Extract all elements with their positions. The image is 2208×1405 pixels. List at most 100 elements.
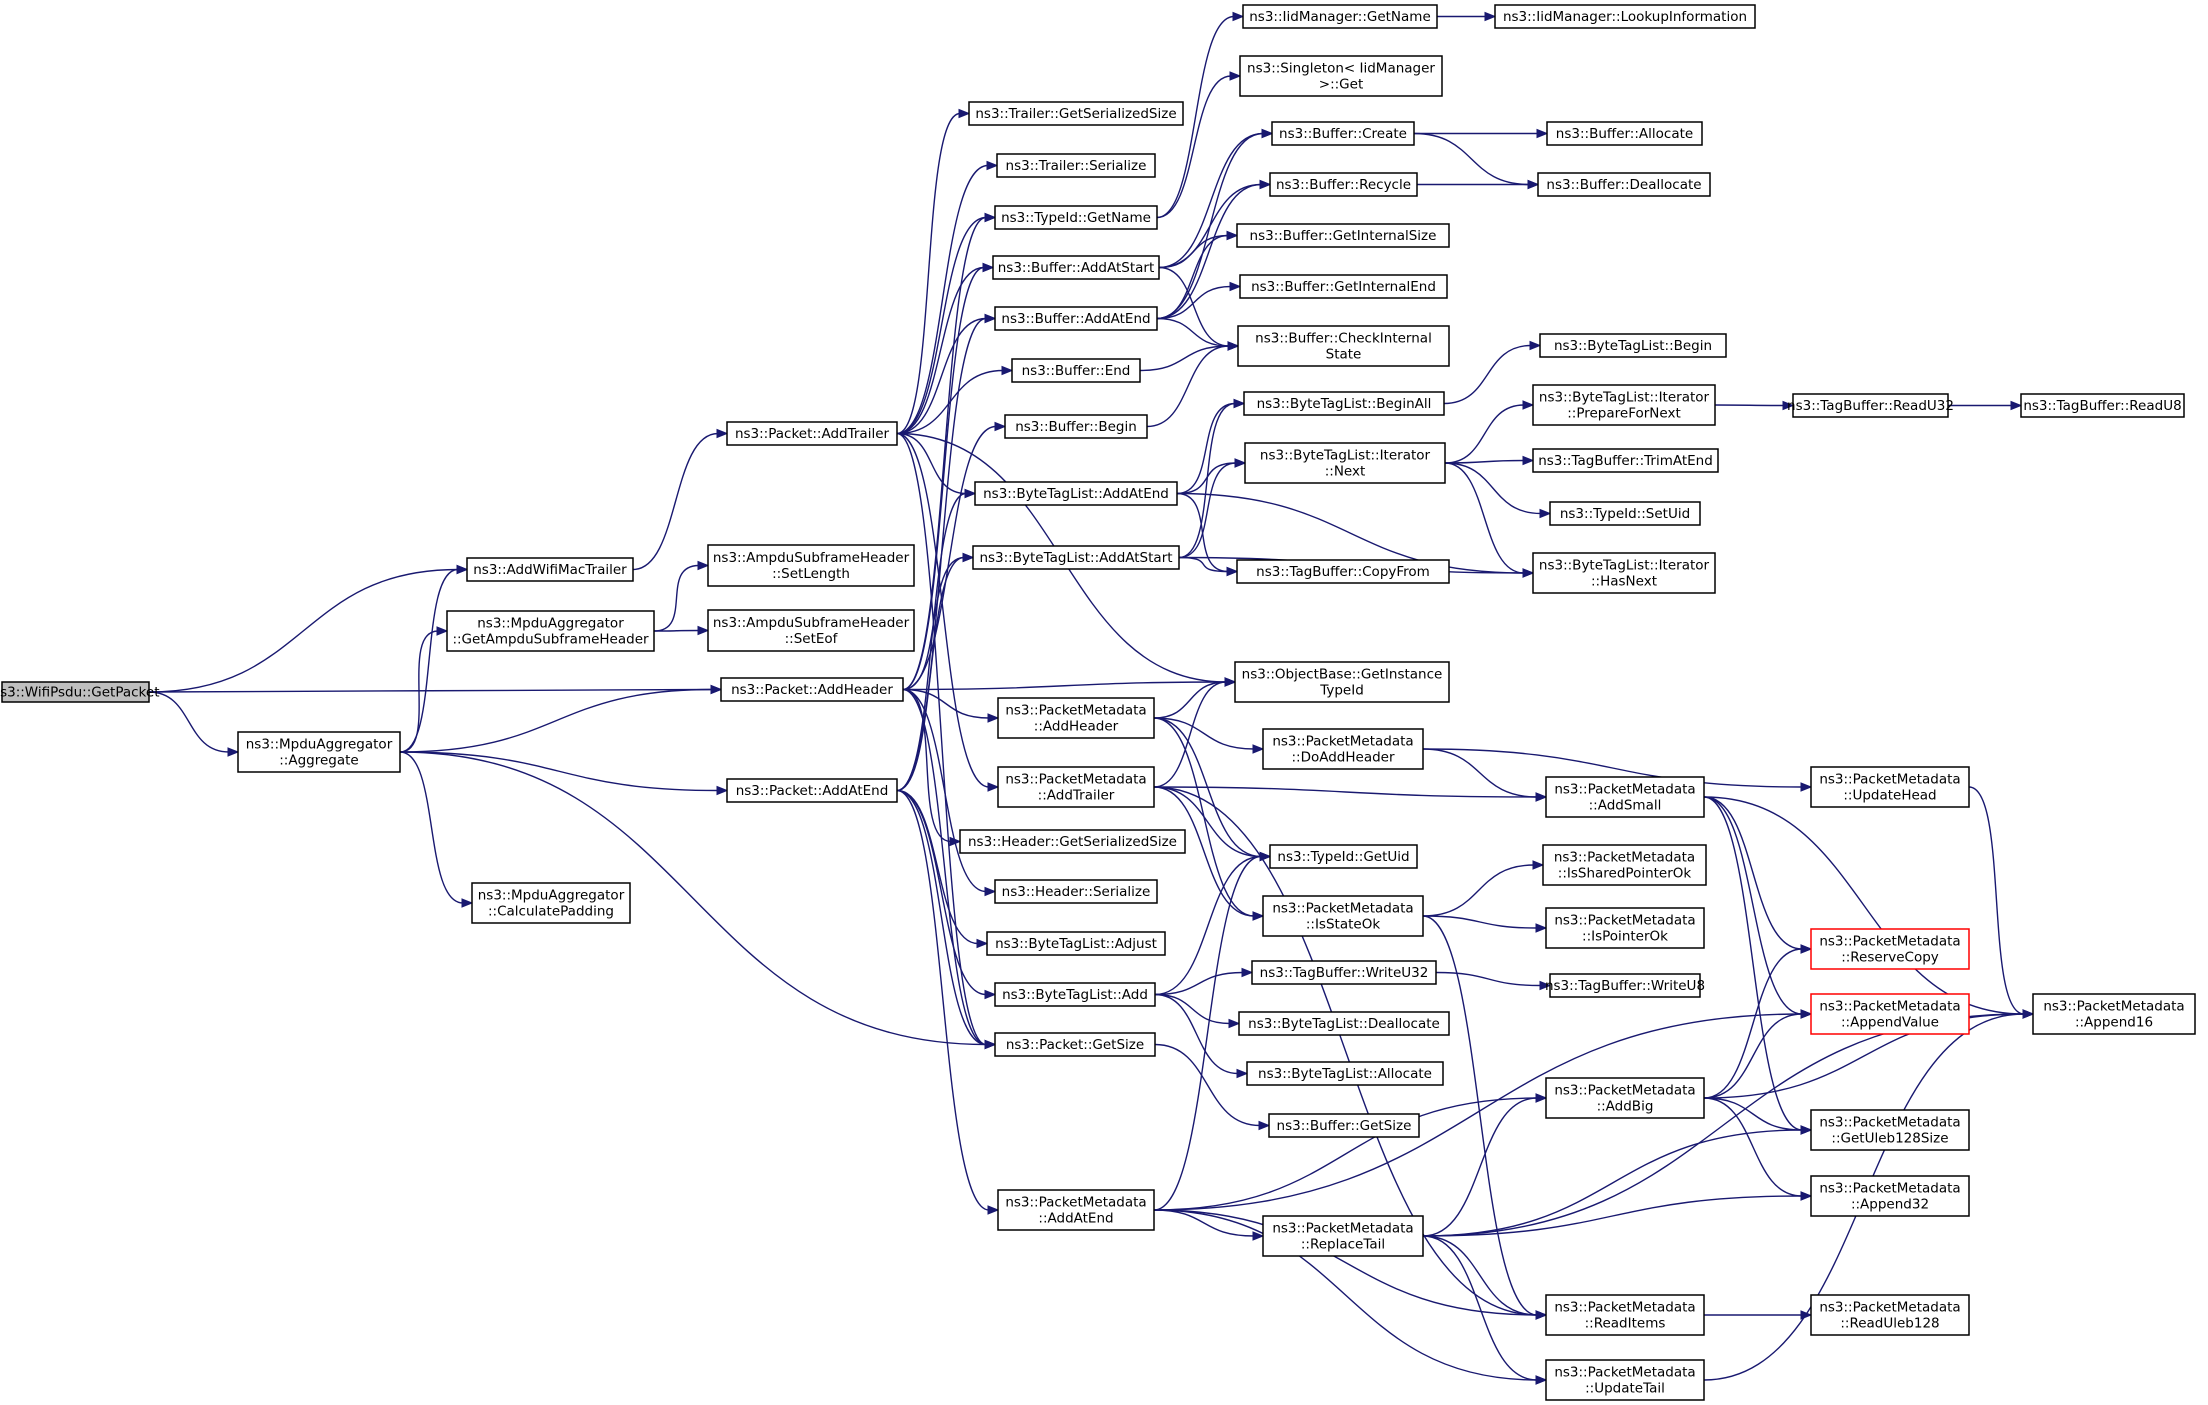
call-edge [1139, 345, 1230, 372]
arrowhead [697, 560, 710, 571]
function-node[interactable]: ns3::TagBuffer::CopyFrom [1236, 559, 1450, 584]
function-node[interactable]: ns3::Buffer::AddAtEnd [994, 306, 1158, 331]
function-node[interactable]: ns3::TypeId::GetName [994, 205, 1158, 230]
function-node[interactable]: ns3::PacketMetadata::Append32 [1810, 1175, 1970, 1217]
function-node[interactable]: ns3::PacketMetadata::AddAtEnd [997, 1189, 1155, 1231]
function-node[interactable]: ns3::AddWifiMacTrailer [466, 557, 634, 582]
function-node[interactable]: ns3::Buffer::Deallocate [1537, 172, 1711, 197]
arrowhead [982, 262, 995, 273]
function-node[interactable]: ns3::TypeId::GetUid [1269, 844, 1418, 869]
function-node[interactable]: ns3::Buffer::GetInternalEnd [1239, 274, 1448, 299]
call-edge [896, 112, 961, 435]
function-node[interactable]: ns3::PacketMetadata::AddSmall [1545, 776, 1705, 818]
function-node[interactable]: ns3::TagBuffer::WriteU32 [1251, 960, 1437, 985]
function-node[interactable]: ns3::IidManager::GetName [1242, 4, 1438, 29]
function-node-label: ns3::PacketMetadata [1005, 1195, 1146, 1211]
function-node[interactable]: ns3::PacketMetadata::UpdateHead [1810, 766, 1970, 808]
function-node-label: ::IsPointerOk [1582, 929, 1668, 945]
function-node[interactable]: ns3::TagBuffer::ReadU8 [2020, 393, 2185, 418]
function-node[interactable]: ns3::PacketMetadata::ReplaceTail [1262, 1215, 1424, 1257]
function-node[interactable]: ns3::Buffer::End [1011, 358, 1141, 383]
function-node[interactable]: ns3::PacketMetadata::ReadUleb128 [1810, 1294, 1970, 1336]
function-node-label: ns3::PacketMetadata [1819, 1181, 1960, 1197]
function-node[interactable]: ns3::Singleton< IidManager >::Get [1239, 55, 1443, 97]
function-node[interactable]: ns3::PacketMetadata::Append16 [2032, 993, 2196, 1035]
function-node[interactable]: ns3::Buffer::AddAtStart [992, 255, 1160, 280]
function-node[interactable]: ns3::WifiPsdu::GetPacket [0, 681, 159, 703]
function-node[interactable]: ns3::Packet::AddHeader [720, 677, 904, 702]
function-node[interactable]: ns3::Buffer::Recycle [1269, 172, 1418, 197]
function-node[interactable]: ns3::PacketMetadata::IsStateOk [1262, 895, 1424, 937]
function-node[interactable]: ns3::PacketMetadata::AddHeader [997, 697, 1155, 739]
arrowhead [1224, 677, 1237, 687]
function-node[interactable]: ns3::Trailer::GetSerializedSize [968, 101, 1184, 126]
function-node[interactable]: ns3::ByteTagList::Allocate [1246, 1061, 1444, 1086]
function-node[interactable]: ns3::IidManager::LookupInformation [1494, 4, 1756, 29]
function-node[interactable]: ns3::Packet::AddTrailer [726, 421, 898, 446]
arrowhead [976, 938, 989, 949]
function-node[interactable]: ns3::Buffer::Begin [1004, 414, 1148, 439]
function-node[interactable]: ns3::MpduAggregator::GetAmpduSubframeHea… [446, 610, 655, 652]
call-edge [1153, 1097, 1538, 1211]
function-node-box [2020, 393, 2185, 418]
function-node-label: ns3::PacketMetadata [1819, 934, 1960, 950]
function-node[interactable]: ns3::TagBuffer::ReadU32 [1787, 393, 1954, 418]
function-node[interactable]: ns3::TypeId::SetUid [1549, 501, 1701, 526]
function-node[interactable]: ns3::Header::Serialize [994, 879, 1158, 904]
function-node[interactable]: ns3::TagBuffer::WriteU8 [1545, 973, 1705, 998]
function-node[interactable]: ns3::AmpduSubframeHeader::SetLength [707, 544, 915, 587]
function-node-box [1237, 325, 1450, 367]
function-node[interactable]: ns3::PacketMetadata::ReserveCopy [1810, 928, 1970, 970]
function-node[interactable]: ns3::PacketMetadata::AddBig [1545, 1077, 1705, 1119]
function-node[interactable]: ns3::ByteTagList::Iterator::HasNext [1532, 552, 1716, 594]
function-node[interactable]: ns3::MpduAggregator::Aggregate [237, 731, 401, 773]
arrowhead [1261, 128, 1274, 139]
function-node-label: ::AppendValue [1841, 1015, 1939, 1031]
function-node[interactable]: ns3::Packet::GetSize [994, 1032, 1156, 1057]
function-node[interactable]: ns3::ByteTagList::AddAtEnd [974, 481, 1178, 506]
function-node-box [1810, 1109, 1970, 1151]
function-node[interactable]: ns3::PacketMetadata::IsSharedPointerOk [1542, 844, 1707, 886]
function-node[interactable]: ns3::ByteTagList::Add [994, 982, 1156, 1007]
call-edge [1422, 1235, 1538, 1316]
function-node-label: ns3::Buffer::CheckInternal [1255, 331, 1432, 347]
function-node[interactable]: ns3::PacketMetadata::AppendValue [1810, 993, 1970, 1035]
function-node[interactable]: ns3::ByteTagList::Iterator::Next [1244, 442, 1446, 484]
function-node[interactable]: ns3::PacketMetadata::ReadItems [1545, 1294, 1705, 1336]
arrowhead [227, 747, 240, 757]
function-node-label: ns3::PacketMetadata [1005, 703, 1146, 719]
function-node[interactable]: ns3::AmpduSubframeHeader::SetEof [707, 609, 915, 652]
function-node[interactable]: ns3::PacketMetadata::AddTrailer [997, 766, 1155, 808]
function-node[interactable]: ns3::PacketMetadata::GetUleb128Size [1810, 1109, 1970, 1151]
function-node[interactable]: ns3::Buffer::Allocate [1546, 121, 1703, 146]
function-node-box-truncated [1810, 993, 1970, 1035]
call-edge [399, 751, 719, 792]
function-node[interactable]: ns3::TagBuffer::TrimAtEnd [1532, 448, 1719, 473]
function-node[interactable]: ns3::ByteTagList::Iterator::PrepareForNe… [1532, 384, 1716, 426]
function-node[interactable]: ns3::Buffer::Create [1271, 121, 1415, 146]
function-node-label: ::CalculatePadding [488, 904, 614, 920]
function-node[interactable]: ns3::PacketMetadata::UpdateTail [1545, 1359, 1705, 1401]
arrowhead [1536, 128, 1549, 139]
function-node[interactable]: ns3::ByteTagList::BeginAll [1243, 391, 1445, 416]
function-node-box [1537, 172, 1711, 197]
function-node[interactable]: ns3::ByteTagList::Deallocate [1238, 1011, 1450, 1036]
function-node[interactable]: ns3::ByteTagList::Adjust [986, 931, 1166, 956]
function-node[interactable]: ns3::ByteTagList::Begin [1539, 333, 1727, 358]
function-node[interactable]: ns3::Buffer::GetInternalSize [1236, 223, 1450, 248]
call-edge [896, 432, 987, 1046]
function-node-box-root [1, 681, 150, 703]
function-node[interactable]: ns3::ByteTagList::AddAtStart [972, 545, 1180, 570]
function-node[interactable]: ns3::Trailer::Serialize [996, 153, 1156, 178]
function-node[interactable]: ns3::PacketMetadata::IsPointerOk [1545, 907, 1705, 949]
function-node[interactable]: ns3::Packet::AddAtEnd [726, 778, 898, 803]
call-edge [1154, 855, 1262, 996]
function-node[interactable]: ns3::MpduAggregator::CalculatePadding [471, 882, 631, 924]
function-node[interactable]: ns3::PacketMetadata::DoAddHeader [1262, 728, 1424, 770]
function-node[interactable]: ns3::Buffer::GetSize [1268, 1113, 1420, 1138]
function-node[interactable]: ns3::Header::GetSerializedSize [959, 829, 1186, 854]
function-node-box [1494, 4, 1756, 29]
call-edge [1154, 993, 1231, 1025]
